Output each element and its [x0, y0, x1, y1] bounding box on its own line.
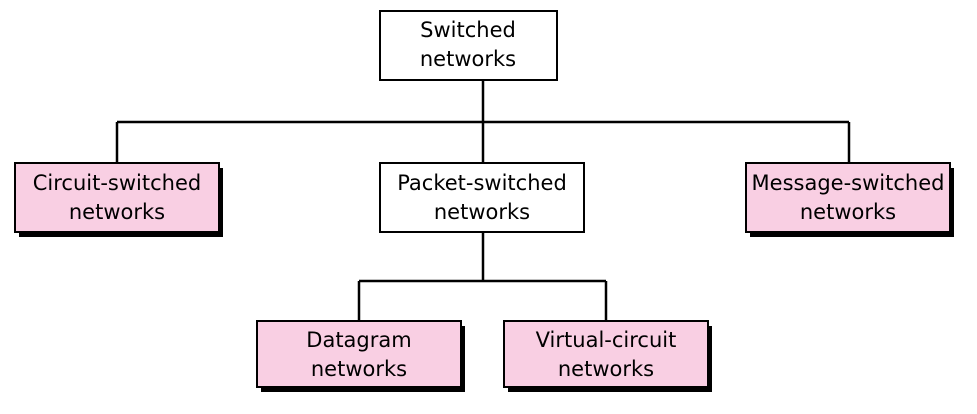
node-label-packet-line1: Packet-switched — [397, 171, 567, 195]
node-virtual-circuit-networks: Virtual-circuit networks — [503, 320, 712, 392]
node-message-switched-networks: Message-switched networks — [745, 162, 954, 237]
node-switched-networks: Switched networks — [379, 10, 558, 81]
node-label-message-line2: networks — [800, 200, 896, 224]
node-datagram-networks: Datagram networks — [256, 320, 465, 392]
node-box-virtual — [503, 320, 709, 388]
node-label-root-line2: networks — [420, 47, 516, 71]
node-box-packet — [379, 162, 585, 233]
node-label-virtual-line2: networks — [558, 357, 654, 381]
node-label-datagram-line2: networks — [311, 357, 407, 381]
node-label-packet-line2: networks — [434, 200, 530, 224]
node-label-datagram-line1: Datagram — [306, 328, 411, 352]
node-label-virtual-line1: Virtual-circuit — [536, 328, 677, 352]
node-label-message-line1: Message-switched — [752, 171, 945, 195]
node-box-datagram — [256, 320, 462, 388]
node-box-root — [379, 10, 558, 81]
node-box-message — [745, 162, 951, 233]
node-label-circuit-line1: Circuit-switched — [33, 171, 201, 195]
node-label-root-line1: Switched — [420, 18, 516, 42]
node-label-circuit-line2: networks — [69, 200, 165, 224]
connectors — [115, 80, 851, 321]
node-circuit-switched-networks: Circuit-switched networks — [14, 162, 223, 237]
node-packet-switched-networks: Packet-switched networks — [379, 162, 585, 233]
node-box-circuit — [14, 162, 220, 233]
